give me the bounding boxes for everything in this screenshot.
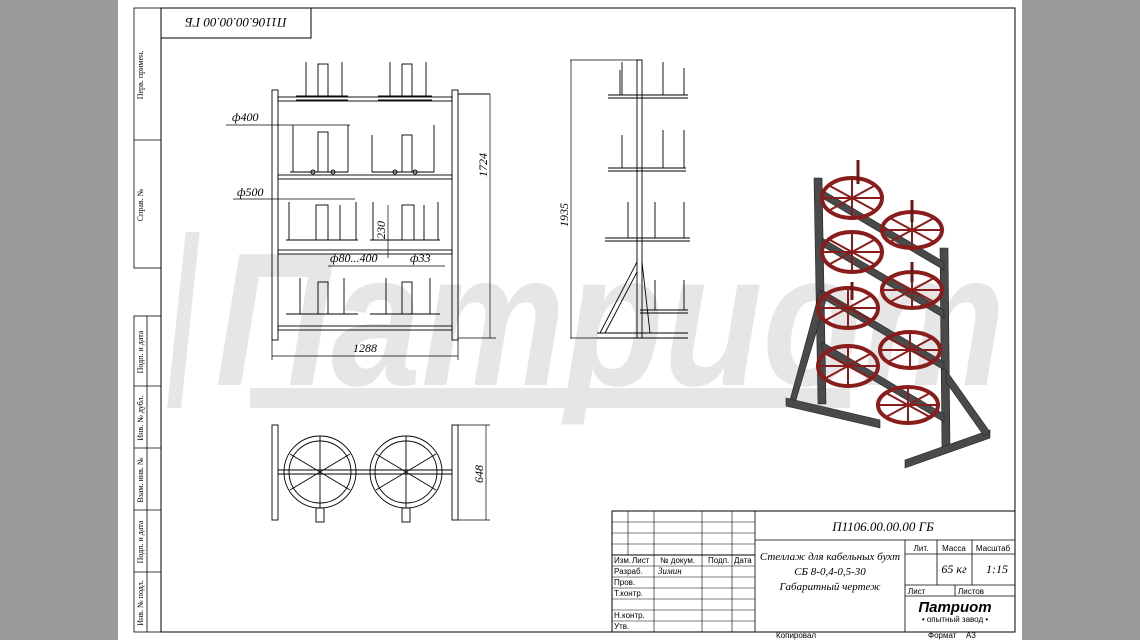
dim-1288: 1288	[353, 341, 377, 355]
side-perv-primen: Перв. примен.	[136, 51, 145, 100]
side-vzam-inv: Взам. инв. №	[136, 457, 145, 502]
top-view	[271, 424, 490, 523]
hdr-massa: Масса	[942, 544, 966, 553]
masshtab-value: 1:15	[986, 562, 1008, 576]
row-prov: Пров.	[614, 578, 635, 587]
hdr-data: Дата	[734, 556, 752, 565]
side-inv-dubl: Инв. № дубл.	[136, 395, 145, 440]
format-label: Формат	[928, 631, 957, 640]
list-label: Лист	[908, 587, 926, 596]
row-razrab: Разраб.	[614, 567, 643, 576]
top-code: П1106.00.00.00 ГБ	[185, 15, 288, 30]
rack-3d-render	[785, 160, 991, 469]
massa-value: 65 кг	[941, 562, 967, 576]
company-sub: • опытный завод •	[922, 615, 989, 624]
side-podp-data-2: Подп. и дата	[136, 520, 145, 563]
hdr-podp: Подп.	[708, 556, 729, 565]
dim-range: ф80...400	[330, 251, 378, 265]
dim-d400: ф400	[232, 110, 259, 124]
company-logo: Патриот	[918, 599, 991, 616]
row-nkontr: Н.контр.	[614, 611, 645, 620]
dim-d33: ф33	[410, 251, 431, 265]
hdr-list: Лист	[632, 556, 650, 565]
dim-230: 230	[374, 221, 388, 239]
hdr-lit: Лит.	[914, 544, 929, 553]
title-code: П1106.00.00.00 ГБ	[831, 519, 934, 534]
hdr-docnum: № докум.	[660, 556, 695, 565]
front-view	[271, 62, 490, 341]
side-inv-podl: Инв. № подл.	[136, 580, 145, 626]
hdr-izm: Изм.	[614, 556, 631, 565]
listov-label: Листов	[958, 587, 984, 596]
title-line-3: Габаритный чертеж	[779, 581, 882, 593]
title-block	[611, 510, 1016, 633]
dim-1935: 1935	[557, 203, 571, 227]
dim-648: 648	[472, 465, 486, 483]
side-view	[570, 59, 690, 339]
title-line-2: СБ 8-0,4-0,5-30	[794, 566, 866, 578]
side-podp-data-1: Подп. и дата	[136, 330, 145, 373]
side-sprav-no: Справ. №	[136, 188, 145, 221]
dim-1724: 1724	[476, 153, 490, 177]
row-utv: Утв.	[614, 622, 629, 631]
dim-d500: ф500	[237, 185, 264, 199]
hdr-masshtab: Масштаб	[976, 544, 1011, 553]
format-value: А3	[966, 631, 976, 640]
razrab-name: Зимин	[658, 566, 682, 576]
title-line-1: Стеллаж для кабельных бухт	[760, 551, 900, 563]
kopiroval: Копировал	[776, 631, 816, 640]
row-tkontr: Т.контр.	[614, 589, 643, 598]
front-dimensions	[226, 94, 496, 360]
